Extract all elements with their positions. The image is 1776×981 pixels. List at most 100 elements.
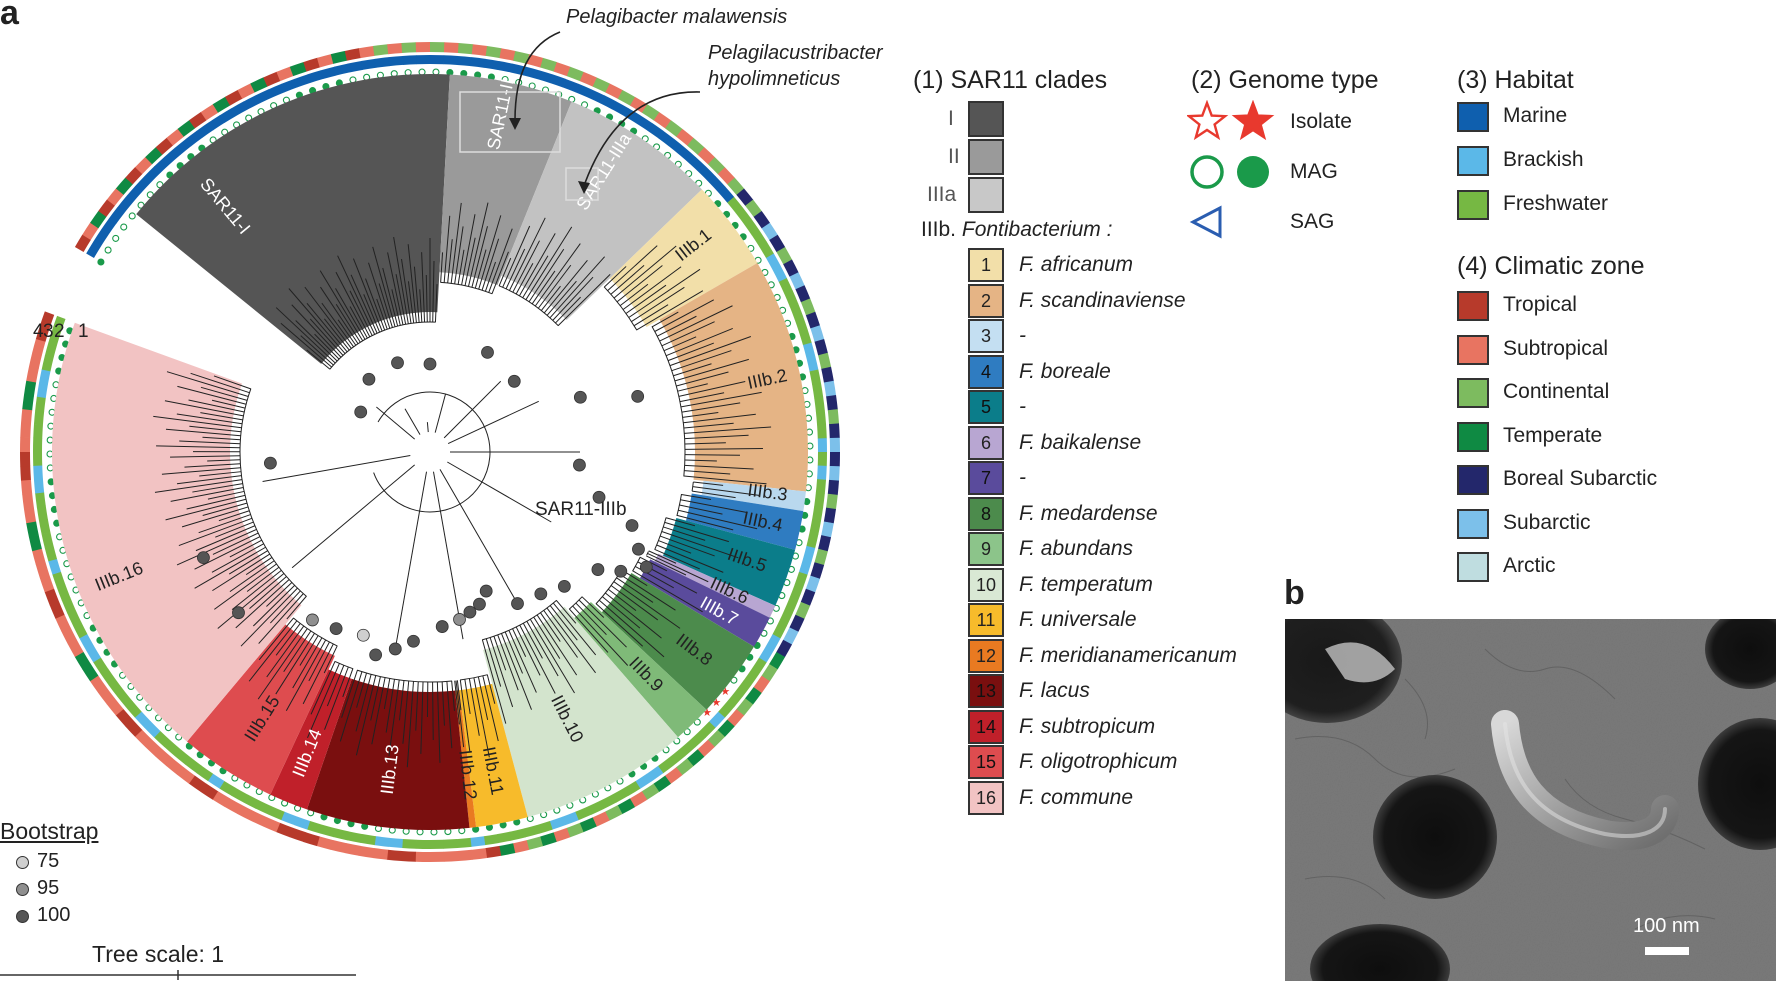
climate-ring-segment [316,54,334,68]
climate-ring-segment [707,157,726,175]
tree-branch [280,322,332,368]
tree-branch [484,261,497,292]
habitat-ring-segment [815,410,827,426]
tree-branch [200,386,248,401]
climate-ring-segment [330,840,347,854]
tree-branch [651,311,679,328]
climate-ring-segment [471,44,488,56]
tree-branch [654,299,715,332]
ring-number-2: 2 [54,321,65,342]
tree-branch [337,255,376,335]
habitat-ring-segment [549,816,566,830]
tree-branch [306,302,348,353]
climate-ring-segment [237,805,255,821]
tree-branch [482,675,499,742]
tree-branch [578,599,627,648]
bootstrap-nodes [197,346,653,662]
legend3-swatch-brackish [1457,146,1489,176]
climate-ring-segment [457,849,473,862]
legend4-swatch-subarctic [1457,508,1489,539]
habitat-ring-segment [153,730,171,748]
habitat-ring-segment [35,492,46,508]
tree-branch [610,585,659,621]
tree-branch [156,445,241,449]
tree-branch [176,475,242,485]
habitat-ring-segment [457,55,472,67]
tree-branches [153,202,772,768]
habitat-ring-segment [624,108,641,124]
legend2-label-mag: MAG [1290,160,1338,183]
tree-branch [324,666,349,730]
tree-branch [631,286,685,322]
habitat-ring-segment [817,465,827,481]
bootstrap-node [592,490,606,504]
tree-branch [211,543,264,573]
habitat-ring-segment [812,383,824,399]
tree-branch [481,639,507,724]
tree-branch [426,422,429,433]
climate-ring-segment [795,285,811,303]
climate-ring-segment [592,811,610,827]
bootstrap-node [407,634,420,648]
tree-branch [439,469,516,600]
climate-ring-segment [814,338,828,356]
climate-ring-segment [387,42,403,55]
habitat-ring-segment [125,701,142,718]
tree-branch [432,261,435,323]
climate-ring-segment [664,767,683,784]
tree-branch [337,319,357,346]
tree-branch [557,273,611,326]
bootstrap-node [369,648,383,662]
habitat-ring-segment [646,122,664,139]
climate-ring-segment [289,827,307,842]
tree-branch [335,303,361,343]
legend1-species-swatch-4: 4 [968,354,1004,389]
tree-branch [212,553,271,592]
tree-branch [258,593,304,644]
climate-ring-segment [753,675,770,694]
tree-branch [202,502,248,516]
habitat-ring-segment [587,89,605,104]
climate-ring-segment [316,836,334,850]
tree-branch [669,336,752,367]
climate-ring-segment [485,45,502,59]
ring-number-3: 3 [43,321,54,342]
climate-ring-segment [20,479,33,495]
climate-ring-segment [249,811,268,827]
climate-ring-segment [401,851,417,862]
habitat-ring-segment [817,424,827,439]
tree-branch [291,304,342,358]
tree-branch [326,665,345,707]
climate-ring-segment [28,352,42,369]
clade-wedge-ii [439,74,572,286]
tree-branch [546,607,596,674]
habitat-ring-segment [794,571,808,589]
tree-branch [194,546,266,589]
legend3-label-brackish: Brackish [1503,148,1584,171]
tree-branch [692,486,760,496]
climate-ring-segment [145,147,163,165]
tree-branch [684,470,731,475]
climate-ring-segment [224,798,243,815]
legend1-species-swatch-11: 11 [968,603,1004,637]
habitat-ring-segment [39,369,51,385]
habitat-ring-segment [483,58,500,70]
climate-ring-segment [55,614,71,632]
bootstrap-node [473,597,486,611]
bootstrap-node [573,390,587,404]
climate-ring-segment [717,719,735,738]
tree-branch [177,385,247,405]
climate-ring-segment [330,50,348,64]
legend1-species-swatch-15: 15 [968,745,1004,779]
climate-ring-segment [443,851,459,862]
climate-ring-segment [115,708,133,727]
tree-branch [504,631,524,674]
tree-branch [471,226,488,288]
bootstrap-node [356,628,370,642]
legend1-species-name-4: F. boreale [1019,359,1111,383]
bootstrap-node [232,606,245,620]
bootstrap-node [639,560,653,574]
bootstrap-node [423,357,437,371]
legend1-species-swatch-16: 16 [968,780,1004,815]
tree-branch [533,616,561,659]
